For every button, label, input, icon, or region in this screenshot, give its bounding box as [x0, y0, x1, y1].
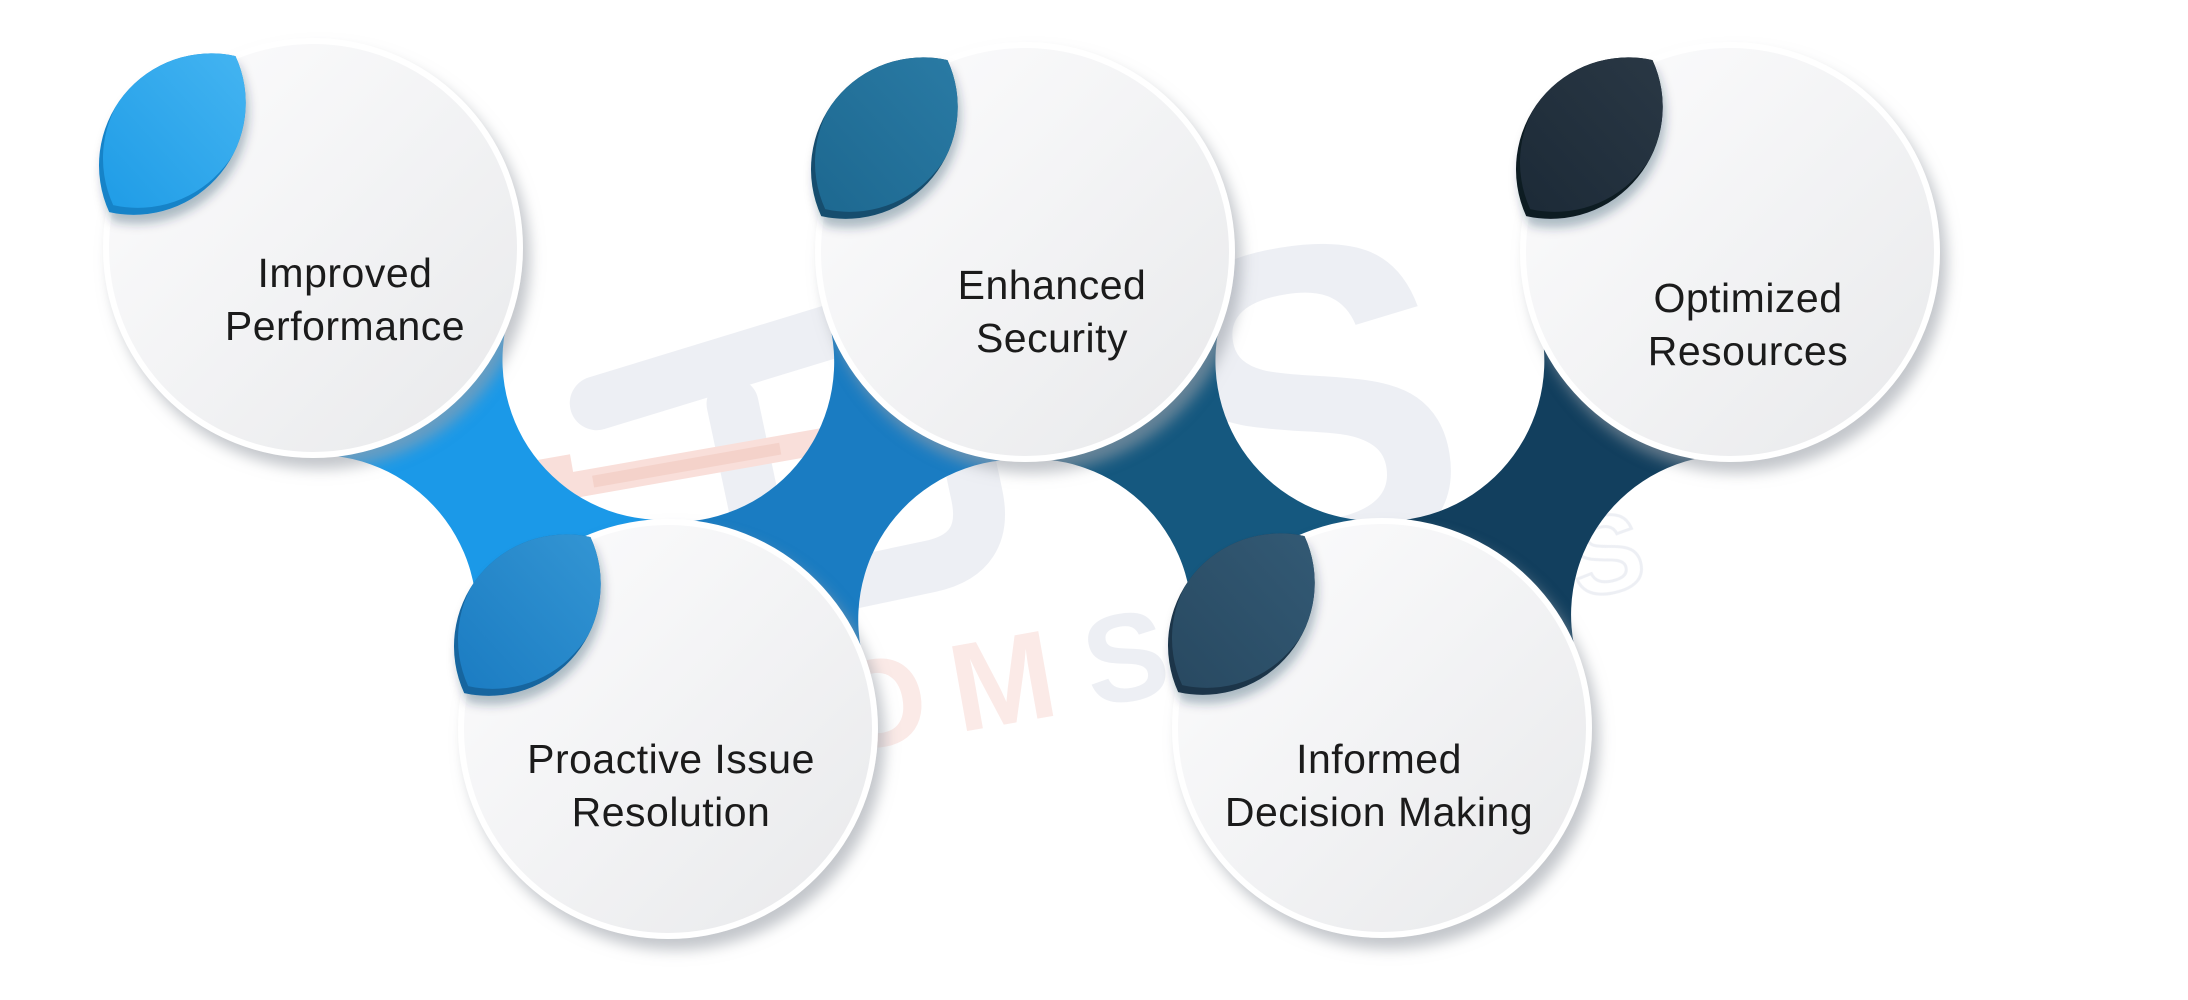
node-label-line: Security [976, 315, 1128, 361]
node-label-line: Improved [258, 250, 433, 296]
connector-proactive-to-enhanced [671, 314, 1021, 668]
node-label-line: Informed [1296, 736, 1462, 782]
connector-informed-to-optimized [1383, 311, 1733, 665]
leaf-shape [1172, 533, 1315, 688]
node-label-line: Resources [1648, 328, 1848, 374]
node-improved-performance [98, 38, 523, 458]
node-labels: Improved Performance Proactive Issue Res… [225, 250, 1848, 835]
node-informed-decision-making [1167, 518, 1592, 938]
connector-improved-to-proactive [315, 311, 665, 664]
node-label-line: Proactive Issue [527, 736, 815, 782]
node-label-line: Optimized [1653, 275, 1842, 321]
connector-enhanced-to-informed [1028, 313, 1379, 667]
leaf-shape [458, 534, 601, 689]
leaf-shape [1520, 57, 1663, 212]
node-optimized-resources [1515, 42, 1940, 462]
node-label-line: Performance [225, 303, 465, 349]
node-label-line: Decision Making [1225, 789, 1533, 835]
node-label-line: Enhanced [958, 262, 1147, 308]
connectors [315, 311, 1733, 668]
watermark-small-gray-letter: S [1072, 582, 1178, 733]
leaf-shape [815, 57, 958, 212]
node-label-line: Resolution [572, 789, 771, 835]
node-proactive-issue-resolution [453, 519, 878, 939]
leaf-shape [103, 53, 246, 208]
watermark-arrow-accent [592, 442, 782, 488]
node-enhanced-security [810, 42, 1235, 462]
